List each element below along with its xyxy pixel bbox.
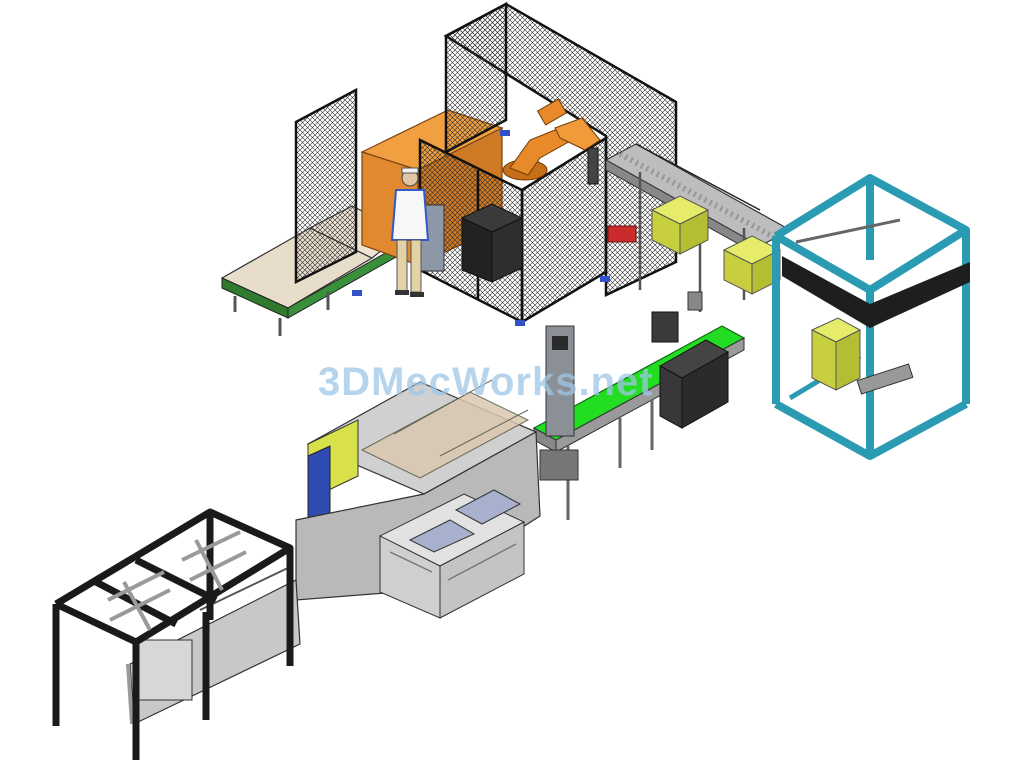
belt-conveyor bbox=[532, 291, 746, 520]
robot-cell-fence bbox=[294, 1, 678, 326]
conveyor-carton bbox=[722, 235, 782, 295]
industrial-robot-arm bbox=[502, 98, 601, 185]
truss-bracing bbox=[107, 530, 247, 631]
gantry-crossbeam bbox=[782, 218, 970, 328]
operator-figure bbox=[390, 167, 430, 297]
roller-conveyor bbox=[604, 143, 792, 312]
carton-packing-machine bbox=[126, 379, 541, 725]
gripper-stack bbox=[810, 317, 914, 395]
conveyor-carton bbox=[650, 195, 710, 255]
